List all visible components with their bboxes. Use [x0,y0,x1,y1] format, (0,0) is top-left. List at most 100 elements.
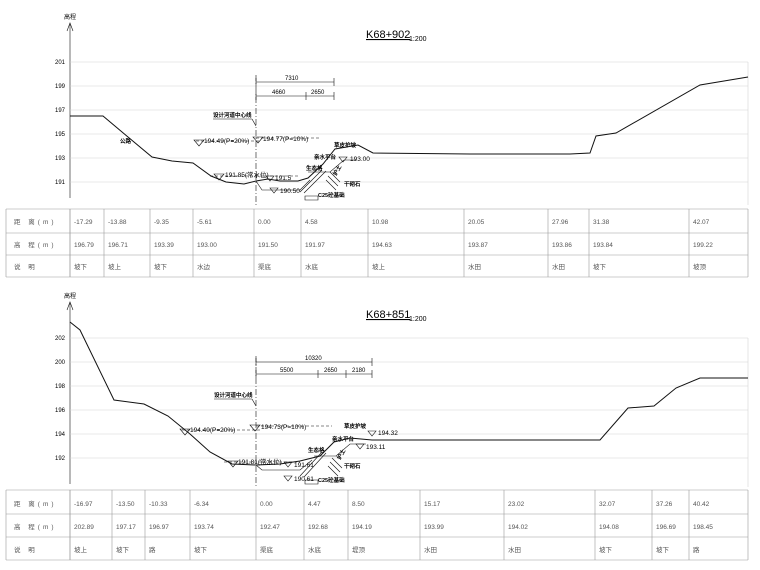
section-1-scale: 1:200 [409,36,427,43]
y-tick: 194 [55,432,66,438]
section-2-bank: 193.11 [366,444,386,451]
distance-cell: 31.38 [593,219,610,226]
distance-cell: 37.26 [656,501,673,508]
section-1-axis-label: 高程 [64,13,76,21]
y-tick: 201 [55,60,66,66]
elevation-cell: 193.39 [154,242,174,249]
section-2-wl10: 194.73(P=10%) [261,424,306,431]
dim-part: 2650 [324,368,338,374]
section-1-wl20: 194.49(P=20%) [204,138,249,145]
dim-part: 2180 [352,368,366,374]
y-tick: 197 [55,108,66,114]
dim-part: 4660 [272,90,286,96]
note-cell: 堤顶 [352,545,366,554]
elevation-cell: 194.63 [372,242,392,249]
section-1-title: K68+902 [366,29,410,41]
section-2-c25-label: C25砼基础 [318,476,345,484]
section-2-axis-label: 高程 [64,292,76,300]
note-cell: 水底 [308,545,322,554]
section-2-title: K68+851 [366,309,410,321]
y-tick: 198 [55,384,66,390]
section-2-bank-top: 194.32 [378,430,398,437]
distance-cell: 10.98 [372,219,389,226]
note-cell: 坡下 [74,262,88,271]
section-1-gravel-label: 干砌石 [344,180,361,188]
dim-total: 7310 [285,76,299,82]
distance-cell: 4.47 [308,501,321,508]
section-1-hatch [325,171,341,191]
row-header: 高 程(m) [14,240,57,249]
elevation-cell: 202.89 [74,524,94,531]
distance-cell: -16.97 [74,501,93,508]
section-1-retaining-wall [299,169,323,193]
distance-cell: 23.02 [508,501,525,508]
distance-cell: -13.50 [116,501,135,508]
note-cell: 渠底 [260,545,274,554]
section-1-bed: 190.50 [280,188,300,195]
distance-cell: -9.35 [154,219,169,226]
note-cell: 坡上 [372,262,386,271]
section-1-grid [70,61,749,205]
section-2-fence-label: 生态格 [308,446,325,454]
wl-marker [283,461,293,468]
wl-marker [355,443,365,450]
section-2-center-label: 设计河道中心线 [214,391,253,399]
dim-part: 2650 [311,90,325,96]
section-2-wl20: 194.40(P=20%) [190,427,235,434]
elevation-cell: 196.79 [74,242,94,249]
section-1-table: -17.29196.79坡下-13.88196.71坡上-9.35193.39坡… [5,208,749,278]
section-1-y-ticks: 201 199 197 195 193 191 [55,60,66,186]
elevation-cell: 193.00 [197,242,217,249]
section-1-dimensions: 7310 4660 2650 [255,76,335,100]
elevation-cell: 191.50 [258,242,278,249]
wl-marker [249,424,261,432]
section-2-channel-bed [255,459,313,471]
elevation-cell: 198.45 [693,524,713,531]
row-header: 距 离(m) [14,499,57,508]
section-1-normal-label: 191.85(常水位) [225,170,269,179]
elevation-cell: 191.97 [305,242,325,249]
note-cell: 水田 [468,262,481,271]
wl-marker [213,173,225,181]
distance-cell: 27.96 [552,219,569,226]
distance-cell: -5.61 [197,219,212,226]
row-header: 说 明 [14,545,38,554]
wl-marker [252,136,264,144]
elevation-cell: 197.17 [116,524,136,531]
y-tick: 192 [55,456,66,462]
distance-cell: 32.07 [599,501,616,508]
y-tick: 202 [55,336,66,342]
elevation-cell: 193.87 [468,242,488,249]
elevation-cell: 192.68 [308,524,328,531]
distance-cell: 40.42 [693,501,710,508]
dim-total: 10320 [305,356,322,362]
note-cell: 渠底 [258,262,272,271]
section-2-axis-arrow [66,301,74,311]
section-1-c25-footing [304,195,319,201]
section-1-c25-label: C25砼基础 [318,191,345,199]
section-1-wl10: 194.77(P=10%) [263,136,308,143]
elevation-cell: 193.86 [552,242,572,249]
wl-marker [338,156,348,163]
wl-marker [269,187,279,194]
elevation-cell: 196.69 [656,524,676,531]
elevation-cell: 194.19 [352,524,372,531]
distance-cell: -6.34 [194,501,209,508]
y-tick: 195 [55,132,66,138]
y-tick: 199 [55,84,66,90]
wl-marker [193,139,205,147]
section-2-bed-top: 191.61 [294,462,314,469]
section-1-axis-arrow [66,22,74,32]
note-cell: 坡下 [116,545,130,554]
note-cell: 路 [149,545,156,554]
section-1: K68+902 1:200 高程 201 199 197 195 193 191 [5,13,749,278]
note-cell: 水底 [305,262,319,271]
note-cell: 坡下 [656,545,670,554]
wl-marker [227,460,239,468]
section-2-y-ticks: 202 200 198 196 194 192 [55,336,66,462]
note-cell: 水田 [424,545,437,554]
elevation-cell: 194.08 [599,524,619,531]
elevation-cell: 196.71 [108,242,128,249]
distance-cell: -17.29 [74,219,93,226]
row-header: 说 明 [14,262,38,271]
